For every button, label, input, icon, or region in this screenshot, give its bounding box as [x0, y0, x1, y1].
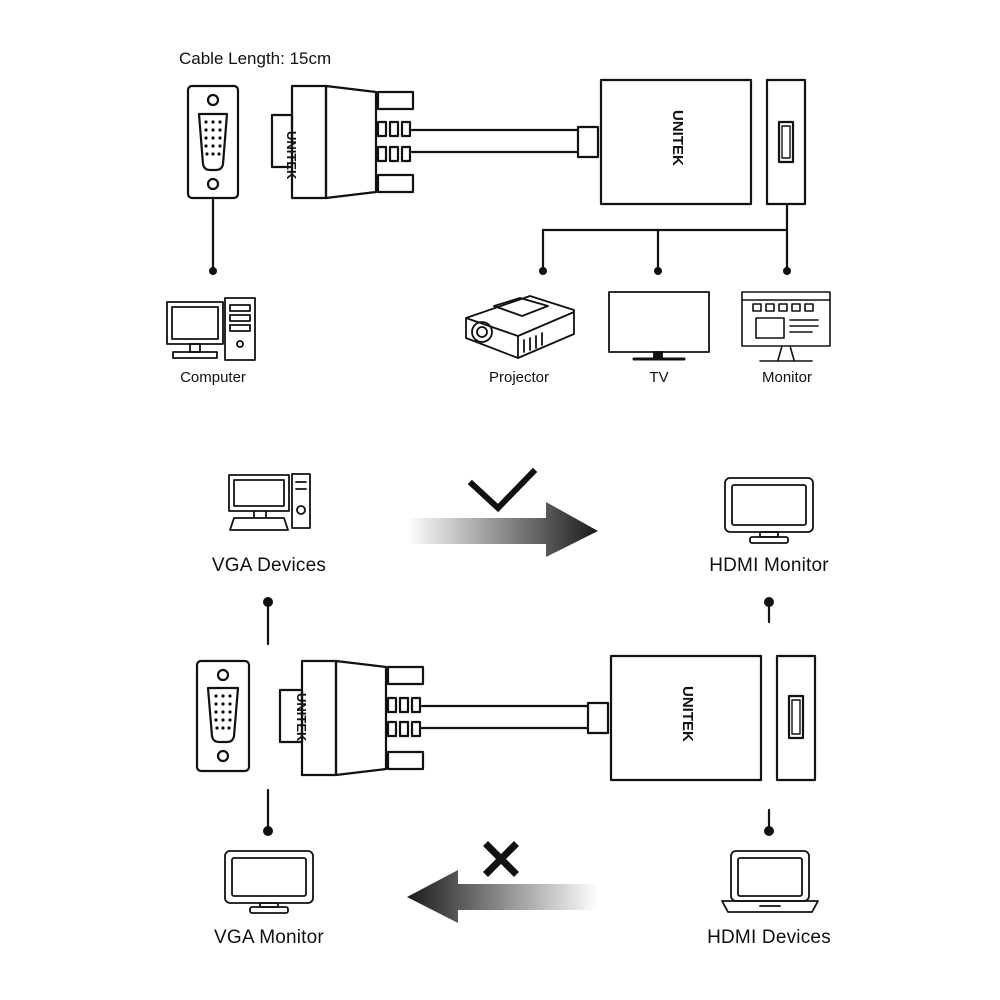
- cable-bottom-line: [420, 701, 610, 735]
- hdmi-adapter-bottom-box: [609, 654, 763, 782]
- vga-devices-label: VGA Devices: [211, 555, 327, 576]
- monitor-icon: [741, 291, 831, 362]
- laptop-icon: [721, 850, 819, 913]
- vga-monitor-label: VGA Monitor: [214, 927, 324, 948]
- vga-monitor-icon: [224, 850, 314, 914]
- cable-line: [410, 125, 600, 159]
- vga-devices-connector-line: [263, 597, 273, 646]
- cable-length-label: Cable Length: 15cm: [179, 49, 332, 68]
- monitor-label: Monitor: [761, 369, 813, 386]
- projector-icon: [465, 295, 575, 359]
- desktop-computer-icon: [166, 297, 256, 361]
- arrow-left-icon: [407, 870, 598, 923]
- vga-port-icon: [186, 84, 240, 200]
- brand-logo-top: UNITEK: [284, 131, 299, 180]
- hdmi-devices-label: HDMI Devices: [707, 927, 831, 948]
- hdmi-monitor-icon: [724, 477, 814, 544]
- vga-monitor-connector-line: [263, 788, 273, 836]
- computer-label: Computer: [180, 369, 246, 386]
- computer-connector-line: [209, 198, 217, 275]
- hdmi-port-bottom-icon: [775, 654, 817, 782]
- hdmi-monitor-connector-line: [764, 597, 774, 624]
- hdmi-devices-connector-line: [764, 808, 774, 836]
- vga-port-bottom-icon: [195, 659, 251, 773]
- hdmi-port-icon: [765, 78, 807, 206]
- tv-label: TV: [649, 369, 669, 386]
- brand-logo-adapter-top: UNITEK: [669, 110, 686, 166]
- hdmi-monitor-label: HDMI Monitor: [709, 555, 829, 576]
- vga-connector-bottom-icon: [278, 659, 425, 777]
- brand-logo-bottom: UNITEK: [294, 693, 309, 742]
- tv-icon: [608, 291, 710, 361]
- hdmi-adapter-box: [599, 78, 753, 206]
- cross-icon: [483, 841, 519, 877]
- check-icon: [467, 467, 538, 513]
- projector-label: Projector: [488, 369, 550, 386]
- vga-devices-computer-icon: [228, 473, 311, 531]
- arrow-right-icon: [407, 502, 598, 557]
- output-distribution-lines: [539, 202, 791, 275]
- vga-connector-icon: [270, 84, 415, 200]
- brand-logo-adapter-bottom: UNITEK: [679, 686, 696, 742]
